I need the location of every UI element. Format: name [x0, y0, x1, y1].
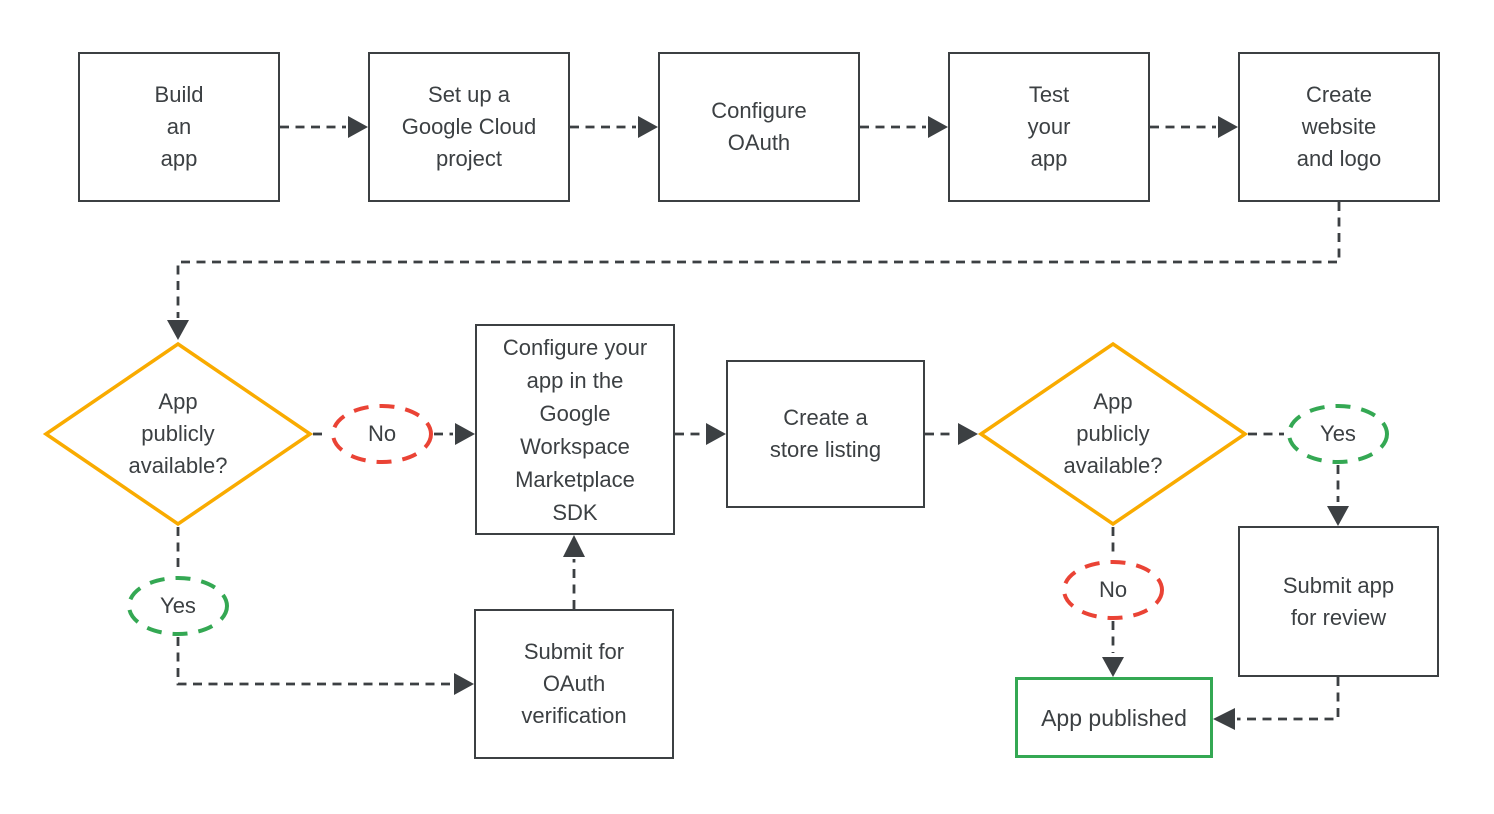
edge-setup-to-oauth	[570, 116, 658, 138]
node-label: Build an app	[154, 82, 204, 171]
node-label: Submit app for review	[1282, 572, 1395, 630]
node-label: Configure your app in the Google Workspa…	[502, 334, 648, 525]
node-submit-app-for-review: Submit app for review	[1238, 526, 1439, 677]
edge-label-text: Yes	[1320, 421, 1356, 446]
node-label: Create website and logo	[1296, 82, 1382, 171]
edge-yes1-to-oauth-verification	[176, 637, 474, 695]
edge-test-to-website	[1150, 116, 1238, 138]
node-label: App publicly available?	[128, 389, 228, 478]
edge-review-to-published	[1213, 677, 1340, 730]
node-configure-marketplace-sdk: Configure your app in the Google Workspa…	[475, 324, 675, 535]
node-decision-app-publicly-available-2: App publicly available?	[978, 341, 1248, 527]
edge-label-text: Yes	[160, 593, 196, 618]
diamond-shape	[978, 341, 1248, 527]
oval-shape	[127, 576, 229, 636]
node-submit-oauth-verification: Submit for OAuth verification	[474, 609, 674, 759]
edge-store-to-decision2	[925, 423, 978, 445]
edge-label-no-2: No	[1061, 559, 1165, 621]
node-setup-google-cloud-project: Set up a Google Cloud project	[368, 52, 570, 202]
edge-build-to-setup	[280, 116, 368, 138]
edge-no2-to-published	[1102, 621, 1124, 677]
edge-no-to-sdk	[434, 423, 475, 445]
edge-label-yes-1: Yes	[126, 575, 230, 637]
node-test-your-app: Test your app	[948, 52, 1150, 202]
oval-shape	[1287, 404, 1389, 464]
edge-sdk-to-store	[675, 423, 726, 445]
edge-label-no-1: No	[330, 403, 434, 465]
diamond-shape	[43, 341, 313, 527]
edge-label-text: No	[1098, 577, 1128, 602]
oval-shape	[331, 404, 433, 464]
node-label: Test your app	[1027, 82, 1071, 171]
node-app-published: App published	[1015, 677, 1213, 758]
node-label: Set up a Google Cloud project	[401, 82, 537, 171]
node-label: App publicly available?	[1063, 389, 1163, 478]
edge-label-yes-2: Yes	[1286, 403, 1390, 465]
node-create-store-listing: Create a store listing	[726, 360, 925, 508]
edge-website-to-decision1	[167, 202, 1341, 340]
node-label: Create a store listing	[769, 405, 882, 462]
node-configure-oauth: Configure OAuth	[658, 52, 860, 202]
node-create-website-and-logo: Create website and logo	[1238, 52, 1440, 202]
edge-yes-to-review	[1327, 465, 1349, 526]
node-label: Submit for OAuth verification	[521, 639, 627, 728]
edge-label-text: No	[367, 421, 397, 446]
node-label: Configure OAuth	[711, 98, 807, 155]
node-decision-app-publicly-available-1: App publicly available?	[43, 341, 313, 527]
edge-oauth-to-test	[860, 116, 948, 138]
oval-shape	[1062, 560, 1164, 620]
node-label: App published	[1041, 704, 1187, 731]
node-build-app: Build an app	[78, 52, 280, 202]
edge-oauth-verification-to-sdk	[563, 535, 585, 609]
